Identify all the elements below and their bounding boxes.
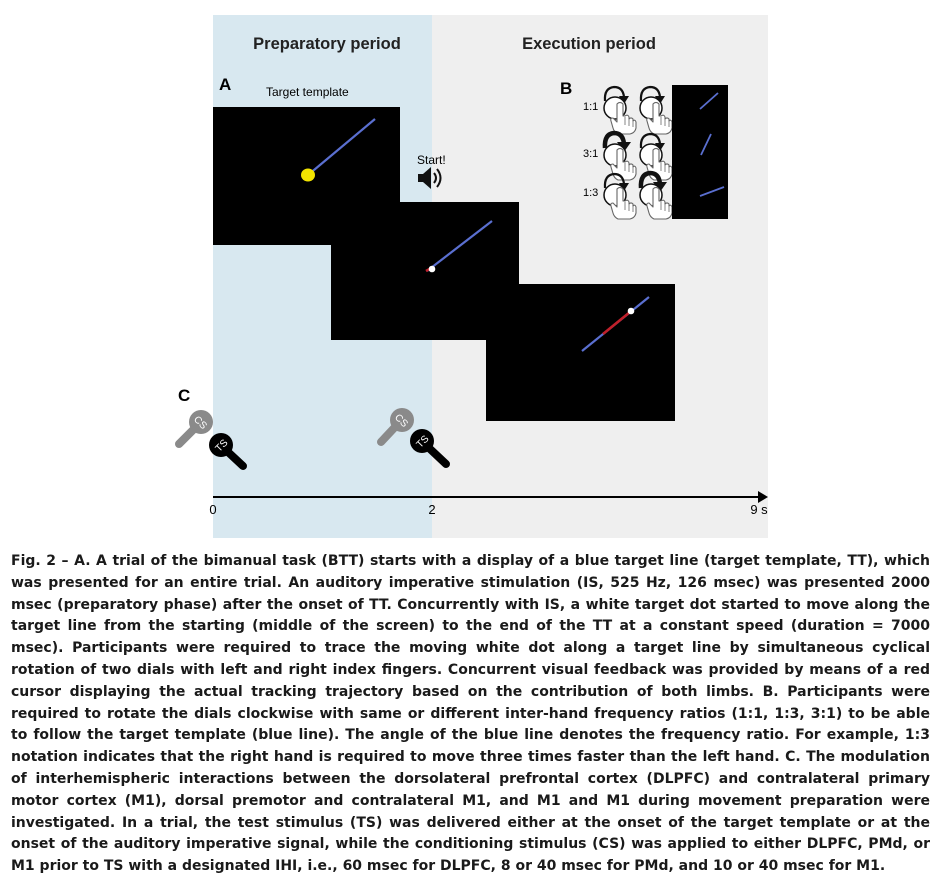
timeline-tick-label: 9 s xyxy=(750,502,768,517)
target-line xyxy=(426,220,493,272)
ratio-label: 1:3 xyxy=(583,187,598,199)
cs-coil-icon: CS xyxy=(175,410,213,448)
dial-left-1-1 xyxy=(603,85,637,135)
dial-left-3-1 xyxy=(604,133,637,181)
moving-dot xyxy=(627,307,635,315)
screen-execution xyxy=(486,284,675,421)
timeline-tick-label: 2 xyxy=(428,502,435,517)
start-label: Start! xyxy=(417,153,446,167)
dial-right-3-1 xyxy=(639,132,673,181)
panel-a-label: A xyxy=(219,75,231,94)
timeline-tick-label: 0 xyxy=(209,502,216,517)
execution-period-title: Execution period xyxy=(522,35,656,53)
figure-caption: Fig. 2 – A. A trial of the bimanual task… xyxy=(11,551,930,878)
dial-right-1-1 xyxy=(639,85,673,135)
cursor-trajectory xyxy=(602,310,631,336)
caption-text: Fig. 2 – A. A trial of the bimanual task… xyxy=(11,553,930,875)
dial-left-1-3 xyxy=(603,172,637,220)
target-line-3-1 xyxy=(700,133,712,156)
dial-right-1-3 xyxy=(640,173,673,220)
target-line-1-1 xyxy=(699,92,719,110)
ratio-label: 1:1 xyxy=(583,101,598,113)
target-line-1-3 xyxy=(699,186,725,197)
timeline-axis xyxy=(213,491,768,503)
moving-dot xyxy=(428,265,436,273)
target-template-label: Target template xyxy=(266,85,349,99)
ratio-label: 3:1 xyxy=(583,148,598,160)
panel-c-label: C xyxy=(178,386,190,405)
target-angle-screen xyxy=(672,85,728,219)
speaker-icon xyxy=(418,167,442,189)
target-line xyxy=(307,118,376,176)
cs-coil-icon: CS xyxy=(377,408,414,446)
preparatory-period-title: Preparatory period xyxy=(253,35,401,53)
ts-coil-icon: TS xyxy=(410,429,450,468)
start-dot xyxy=(301,168,315,182)
ts-coil-icon: TS xyxy=(209,433,247,470)
panel-b-label: B xyxy=(560,79,572,98)
bimanual-task-figure: Preparatory period Execution period A Ta… xyxy=(175,15,768,538)
